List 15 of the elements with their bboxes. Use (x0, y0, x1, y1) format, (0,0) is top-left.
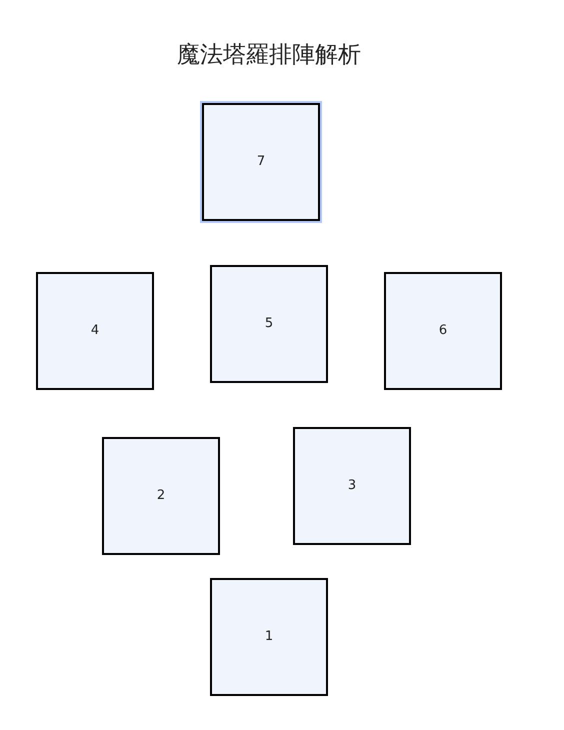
position-number: 7 (256, 153, 266, 172)
diagram-title: 魔法塔羅排陣解析 (176, 41, 362, 70)
position-number: 3 (348, 477, 356, 496)
position-number: 1 (264, 628, 274, 646)
position-number: 2 (156, 487, 166, 506)
card-position-box (293, 427, 411, 545)
card-position-box (210, 265, 328, 383)
card-position-box (102, 437, 220, 555)
position-number: 5 (264, 315, 274, 334)
card-position-box (36, 272, 154, 390)
card-position-box (384, 272, 502, 390)
card-position-box (210, 578, 328, 696)
card-position-box (202, 103, 320, 221)
position-number: 6 (438, 322, 448, 340)
position-number: 4 (90, 322, 100, 340)
